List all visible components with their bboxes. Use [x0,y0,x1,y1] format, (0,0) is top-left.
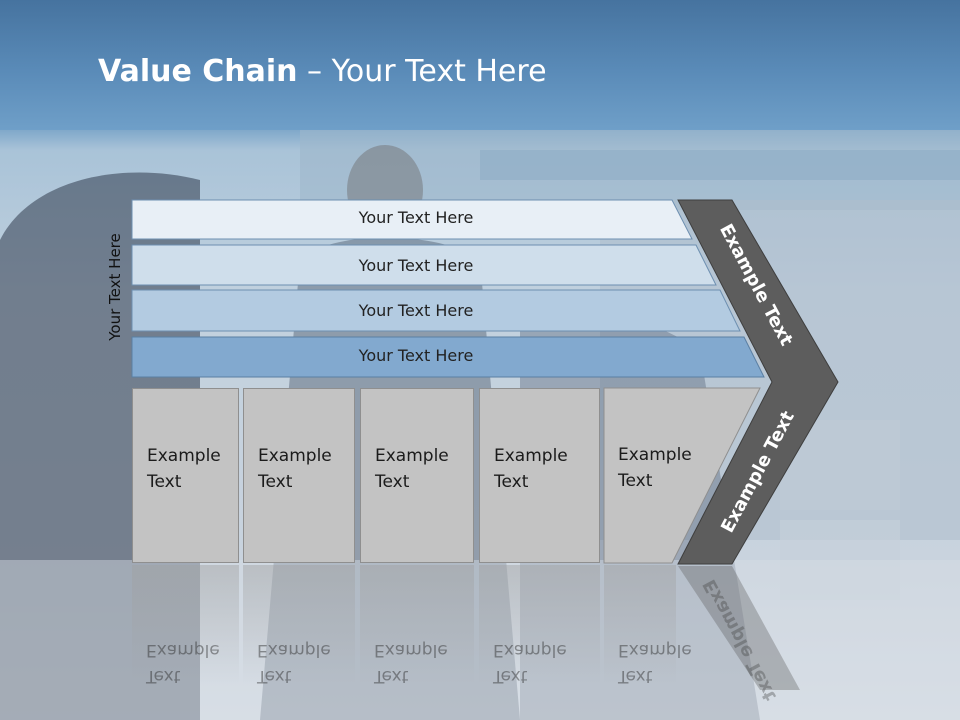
card-3-reflection-line2: Text [374,666,409,686]
card-2-reflection-text: Text Example [257,637,331,689]
card-3-line1: Example [375,446,449,466]
card-3-reflection-line1: Example [374,640,448,660]
card-1-reflection-line1: Example [146,640,220,660]
title-rest: – Your Text Here [297,54,547,89]
card-3-reflection-text: Text Example [374,637,448,689]
card-4-reflection-text: Text Example [493,637,567,689]
band-3-label: Your Text Here [358,301,474,320]
card-5-line1: Example [618,445,692,465]
card-5-reflection-line1: Example [618,640,692,660]
card-3-reflection: Text Example [360,565,474,686]
card-3-line2: Text [375,472,410,492]
card-4-reflection: Text Example [479,565,600,686]
card-2-line2: Text [258,472,293,492]
slide-title: Value Chain – Your Text Here [98,54,547,89]
card-4-reflection-line2: Text [493,666,528,686]
card-5-reflection: Text Example [604,565,692,686]
card-4-reflection-line1: Example [493,640,567,660]
band-2-shape [131,244,717,286]
card-1-reflection-line2: Text [146,666,181,686]
card-1-reflection-text: Text Example [146,637,220,689]
band-1-shape [131,199,693,240]
chevron-reflection [678,566,800,690]
card-1-line2: Text [147,472,182,492]
card-2-reflection-line1: Example [257,640,331,660]
header-band [0,0,960,130]
band-2-label: Your Text Here [358,256,474,275]
card-2-reflection-line2: Text [257,666,292,686]
card-1-line1: Example [147,446,221,466]
chevron-shape [677,199,839,565]
band-3-shape [131,289,741,332]
title-bold: Value Chain [98,54,298,89]
card-2-reflection: Text Example [243,565,355,686]
band-4-label: Your Text Here [358,346,474,365]
card-4-line2: Text [494,472,529,492]
band-1-label: Your Text Here [358,208,474,227]
card-5-reflection-line2: Text [618,666,653,686]
card-2-line1: Example [258,446,332,466]
card-1-reflection: Text Example [132,565,239,686]
card-5-line2: Text [618,471,653,491]
card-5-reflection-text: Text Example [618,637,692,689]
band-4-shape [131,336,765,378]
card-4-line1: Example [494,446,568,466]
card-5-shape [603,387,761,564]
